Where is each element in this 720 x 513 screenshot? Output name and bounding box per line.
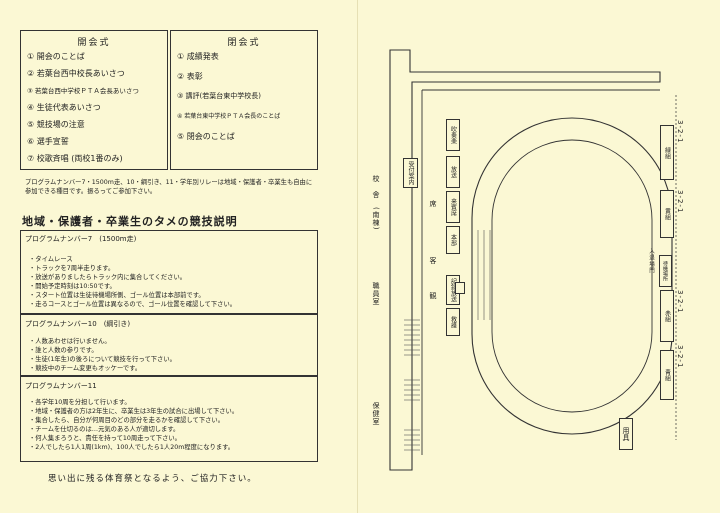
map-label-entrance: 入退場門: [648, 248, 654, 274]
track-inner: [491, 139, 653, 413]
building-outline: [389, 49, 661, 471]
opening-item: ② 若葉台西中校長あいさつ: [27, 69, 125, 78]
track-outer: [471, 117, 673, 435]
closing-item: ① 成績発表: [177, 52, 219, 61]
map-label-health-room: 保健室: [372, 402, 380, 426]
map-label-spectator-seat: 席: [429, 200, 437, 208]
program-bullet: ・生徒(1年生)の後ろについて競技を行って下さい。: [29, 356, 176, 363]
team-box-green: 緑組: [660, 125, 674, 180]
map-label-staff-room: 職員室: [372, 282, 380, 306]
program-bullet: ・開始予定時刻は10:50です。: [29, 283, 116, 290]
team-grades: 3-2-1: [676, 345, 684, 369]
booth-square: [455, 282, 465, 294]
opening-item: ③ 若葉台西中学校ＰＴＡ会長あいさつ: [27, 87, 139, 95]
program-title: プログラムナンバー11: [25, 382, 97, 390]
program-bullet: ・タイムレース: [29, 256, 73, 263]
program-box-7: プログラムナンバー7 (1500m走) ・タイムレース ・トラックを7周半走りま…: [20, 230, 318, 314]
section-title: 地域・保護者・卒業生のタメの競技説明: [22, 215, 238, 228]
closing-item: ③ 講評(若葉台東中学校長): [177, 92, 261, 100]
booth-first-aid: 救護: [446, 308, 460, 336]
team-grades: 3-2-1: [676, 290, 684, 314]
opening-item: ⑦ 校歌斉唱 (両校1番のみ): [27, 154, 123, 163]
equipment-box: 用具: [619, 418, 633, 450]
program-bullet: ・地域・保護者の方は2年生に、卒業生は3年生の試合に出場して下さい。: [29, 408, 239, 415]
team-grades: 3-2-1: [676, 120, 684, 144]
program-box-11: プログラムナンバー11 ・各学年10周を分担して行います。 ・地域・保護者の方は…: [20, 376, 318, 462]
program-box-10: プログラムナンバー10 (綱引き) ・人数あわせは行いません。 ・誰と人数の参り…: [20, 314, 318, 376]
opening-title: 開会式: [77, 38, 111, 48]
closing-item: ② 表彰: [177, 72, 203, 81]
map-label-spectator-low: 観: [429, 292, 437, 300]
opening-ceremony-box: 開会式 ① 開会のことば ② 若葉台西中校長あいさつ ③ 若葉台西中学校ＰＴＡ会…: [20, 30, 168, 170]
booth-guests: 来賓席: [446, 191, 460, 223]
program-bullet: ・トラックを7周半走ります。: [29, 265, 115, 272]
page-divider: [357, 0, 358, 513]
reception-booth: 受付案内: [403, 158, 418, 188]
program-bullet: ・放送がありましたらトラック内に集合してください。: [29, 274, 187, 281]
program-bullet: ・競技中のチーム変更もオッケーです。: [29, 365, 142, 372]
program-title: プログラムナンバー7 (1500m走): [25, 235, 137, 243]
program-bullet: ・チームを仕切るのは…元気のある人が適切します。: [29, 426, 180, 433]
opening-item: ④ 生徒代表あいさつ: [27, 103, 101, 112]
waiting-area: 待機場所: [659, 255, 672, 287]
team-grades: 3-2-1: [676, 190, 684, 214]
opening-item: ① 開会のことば: [27, 52, 85, 61]
team-box-blue: 青組: [660, 350, 674, 400]
closing-text: 思い出に残る体育祭となるよう、ご協力下さい。: [48, 474, 257, 484]
lane-lines: [471, 230, 491, 320]
program-bullet: ・誰と人数の参りです。: [29, 347, 98, 354]
program-title: プログラムナンバー10 (綱引き): [25, 320, 131, 328]
booth-kyuko: 放送: [446, 156, 460, 188]
spectator-area: [421, 89, 660, 455]
program-bullet: ・集合したら、自分が何周目のどの部分を走るかを確認して下さい。: [29, 417, 225, 424]
program-bullet: ・2人でしたら1人1周(1km)、100人でしたら1人20m程度になります。: [29, 444, 235, 451]
opening-item: ⑥ 選手宣誓: [27, 137, 69, 146]
closing-ceremony-box: 閉会式 ① 成績発表 ② 表彰 ③ 講評(若葉台東中学校長) ④ 若葉台東中学校…: [170, 30, 318, 170]
map-label-spectator-main: 客: [429, 257, 437, 265]
team-box-yellow: 黄組: [660, 190, 674, 238]
program-bullet: ・スタート位置は生徒待機場所側、ゴール位置は本部前です。: [29, 292, 205, 299]
program-bullet: ・何人集まろうと、責任を持って10周走って下さい。: [29, 435, 181, 442]
closing-item: ⑤ 閉会のことば: [177, 132, 235, 141]
booth-headquarters: 本部: [446, 226, 460, 254]
program-bullet: ・各学年10周を分担して行います。: [29, 399, 131, 406]
field-map: [389, 49, 677, 471]
program-bullet: ・人数あわせは行いません。: [29, 338, 111, 345]
opening-item: ⑤ 競技場の注意: [27, 120, 85, 129]
booth-wind-band: 吹奏楽: [446, 119, 460, 151]
closing-item: ④ 若葉台東中学校ＰＴＡ会長のことば: [177, 113, 281, 120]
team-box-red: 赤組: [660, 290, 674, 342]
participation-note: プログラムナンバー7・1500m走、10・綱引き、11・学年別リレーは地域・保護…: [25, 179, 313, 195]
closing-title: 閉会式: [227, 38, 261, 48]
program-bullet: ・走るコースとゴール位置は異なるので、ゴール位置を確認して下さい。: [29, 301, 237, 308]
map-label-building: 校 舎 (南棟): [372, 175, 380, 231]
stands-hatching: [404, 319, 420, 451]
